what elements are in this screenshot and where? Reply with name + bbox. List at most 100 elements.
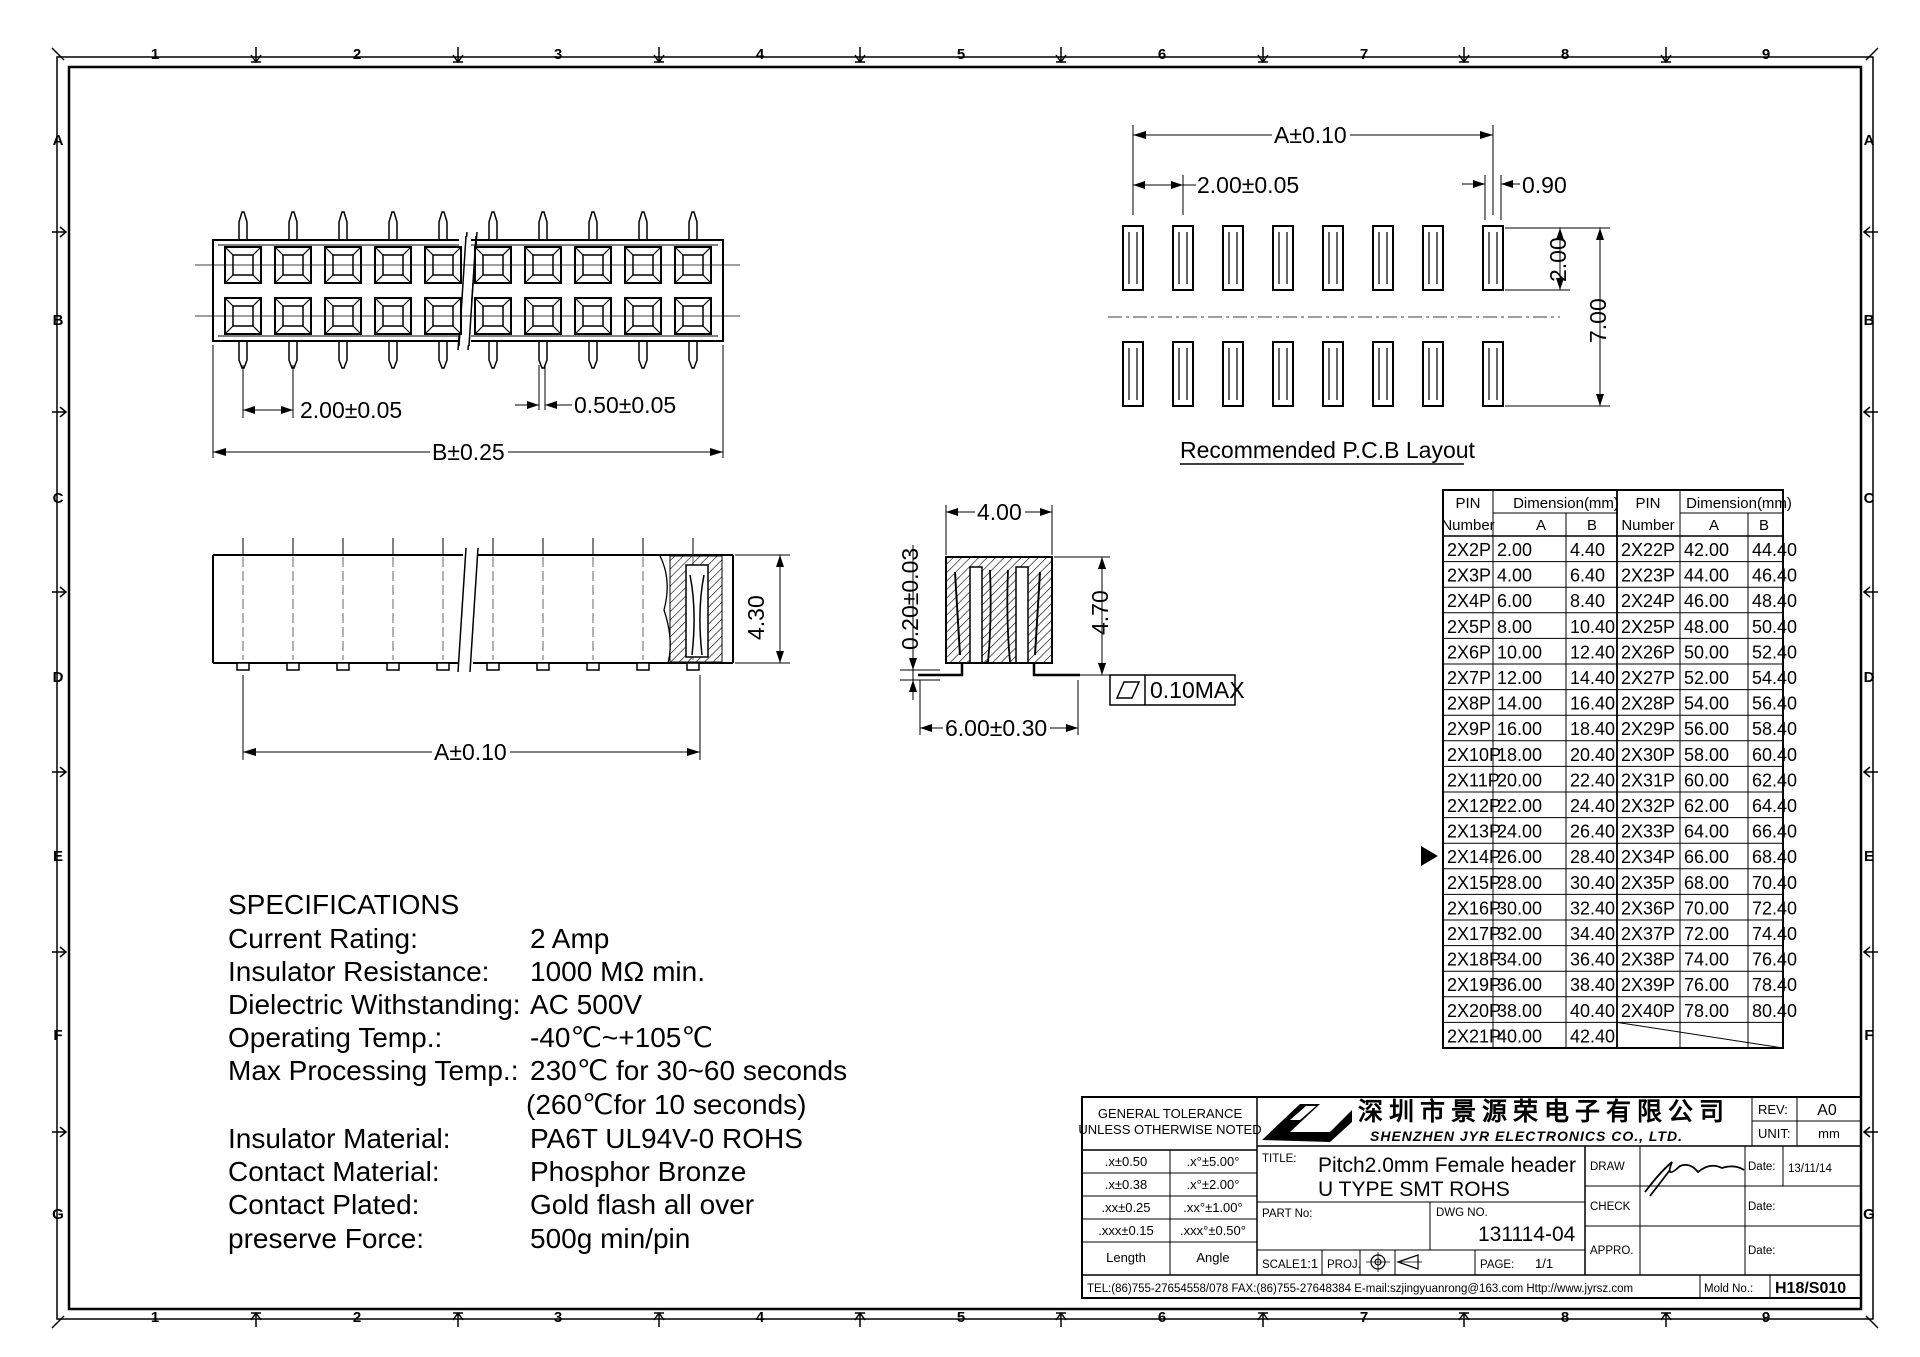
grid-arrow-down-icon [1257, 47, 1269, 64]
table-cell: 28.00 [1497, 873, 1542, 893]
table-cell: 50.00 [1684, 642, 1729, 662]
bottom-pin [688, 341, 698, 369]
grid-arrow-up-icon [854, 1311, 866, 1327]
bottom-pin [438, 341, 448, 369]
top-pin [388, 211, 398, 240]
bottom-pin [388, 341, 398, 369]
pcb-layout: A±0.10 2.00±0.05 0.90 2.00 7.00 Recommen… [1108, 122, 1611, 465]
grid-col-bottom-4: 4 [756, 1309, 765, 1326]
table-cell: 22.40 [1570, 770, 1615, 790]
table-header-dimension-left: Dimension(mm) [1513, 495, 1619, 512]
tolerance-angular: .x°±2.00° [1187, 1177, 1240, 1192]
grid-arrow-right-icon [52, 406, 68, 418]
table-cell: 2X33P [1621, 822, 1675, 842]
table-cell: 60.40 [1752, 745, 1797, 765]
spec-label: preserve Force: [228, 1223, 424, 1254]
title-line-2: U TYPE SMT ROHS [1318, 1178, 1510, 1201]
top-view-overall-dim: B±0.25 [432, 439, 505, 465]
date-label-draw: Date: [1748, 1161, 1776, 1173]
table-cell: 30.00 [1497, 898, 1542, 918]
table-cell: 60.00 [1684, 770, 1729, 790]
pcb-pad-top [1222, 225, 1244, 291]
grid-row-left-D: D [53, 669, 64, 686]
grid-arrow-down-icon [1055, 47, 1067, 64]
table-cell: 56.40 [1752, 694, 1797, 714]
cavity-chamfer [374, 246, 412, 284]
table-cell: 52.40 [1752, 642, 1797, 662]
pcb-pad-width-dim: 0.90 [1522, 172, 1567, 198]
grid-arrow-up-icon [653, 1311, 665, 1327]
grid-arrow-left-icon [1862, 766, 1878, 778]
mold-label: Mold No.: [1704, 1283, 1753, 1295]
cavity-chamfer [424, 246, 462, 284]
spec-value: 230℃ for 30~60 seconds [530, 1055, 847, 1086]
table-cell: 42.00 [1684, 540, 1729, 560]
title-label: TITLE: [1262, 1153, 1297, 1165]
pcb-pad-bottom [1422, 341, 1444, 407]
table-cell: 2X3P [1447, 566, 1491, 586]
table-cell: 2X20P [1447, 1001, 1501, 1021]
table-cell: 38.40 [1570, 975, 1615, 995]
spec-value: -40℃~+105℃ [530, 1022, 713, 1053]
tolerance-angular: .x°±5.00° [1187, 1154, 1240, 1169]
end-view-width-dim: 4.00 [977, 499, 1022, 525]
table-cell: 10.00 [1497, 642, 1542, 662]
page-label: PAGE: [1480, 1259, 1514, 1271]
spec-label: Dielectric Withstanding: [228, 989, 521, 1020]
pcb-pads [1122, 225, 1504, 407]
table-cell: 2X6P [1447, 642, 1491, 662]
grid-row-right-C: C [1864, 490, 1875, 507]
grid-col-bottom-9: 9 [1762, 1309, 1770, 1326]
contact-line: TEL:(86)755-27654558/078 FAX:(86)755-276… [1087, 1283, 1633, 1295]
tolerance-angular: .xxx°±0.50° [1180, 1223, 1246, 1238]
table-cell: 16.00 [1497, 719, 1542, 739]
pcb-pad-bottom [1222, 341, 1244, 407]
pcb-pad-bottom [1122, 341, 1144, 407]
grid-arrow-right-icon [52, 766, 68, 778]
table-cell: 2X30P [1621, 745, 1675, 765]
grid-row-right-G: G [1863, 1206, 1875, 1223]
top-view-pins [238, 211, 698, 369]
grid-row-right-D: D [1864, 669, 1875, 686]
pcb-pad-top [1422, 225, 1444, 291]
bottom-pin [288, 341, 298, 369]
table-cell: 28.40 [1570, 847, 1615, 867]
general-tolerance-label: GENERAL TOLERANCE [1098, 1106, 1243, 1121]
end-view: 4.00 0.20±0.03 4.70 6.00±0.30 0.10MAX [897, 499, 1245, 741]
table-cell: 44.40 [1752, 540, 1797, 560]
table-cell: 2X40P [1621, 1001, 1675, 1021]
rev-value: A0 [1817, 1102, 1837, 1119]
table-cell: 68.00 [1684, 873, 1729, 893]
table-header-dimension-right: Dimension(mm) [1686, 495, 1792, 512]
cavity-chamfer [524, 297, 562, 335]
pcb-pad-bottom [1482, 341, 1504, 407]
table-cell: 74.00 [1684, 950, 1729, 970]
grid-row-left-F: F [53, 1027, 62, 1044]
grid-arrow-left-icon [1862, 1126, 1878, 1138]
top-pin [438, 211, 448, 240]
table-cell: 48.00 [1684, 617, 1729, 637]
grid-arrow-right-icon [52, 946, 68, 958]
table-cell: 44.00 [1684, 566, 1729, 586]
table-cell: 34.00 [1497, 950, 1542, 970]
side-pin-foot [486, 662, 500, 671]
top-pin [488, 211, 498, 240]
top-pin [288, 211, 298, 240]
table-cell: 2X7P [1447, 668, 1491, 688]
dimension-table: PIN Number Dimension(mm) A B PIN Number … [1421, 489, 1797, 1049]
side-pin-foot [286, 662, 300, 671]
date-label-appro: Date: [1748, 1245, 1776, 1257]
grid-col-bottom-8: 8 [1561, 1309, 1569, 1326]
table-cell: 10.40 [1570, 617, 1615, 637]
tolerance-linear: .xxx±0.15 [1098, 1223, 1154, 1238]
dwg-no-label: DWG NO. [1436, 1207, 1488, 1219]
table-cell: 2X14P [1447, 847, 1501, 867]
table-cell: 30.40 [1570, 873, 1615, 893]
grid-arrow-down-icon [250, 47, 262, 64]
table-cell: 78.40 [1752, 975, 1797, 995]
grid-row-right-A: A [1864, 132, 1875, 149]
cavity-chamfer [324, 297, 362, 335]
table-cell: 78.00 [1684, 1001, 1729, 1021]
table-header-a-right: A [1709, 517, 1719, 534]
